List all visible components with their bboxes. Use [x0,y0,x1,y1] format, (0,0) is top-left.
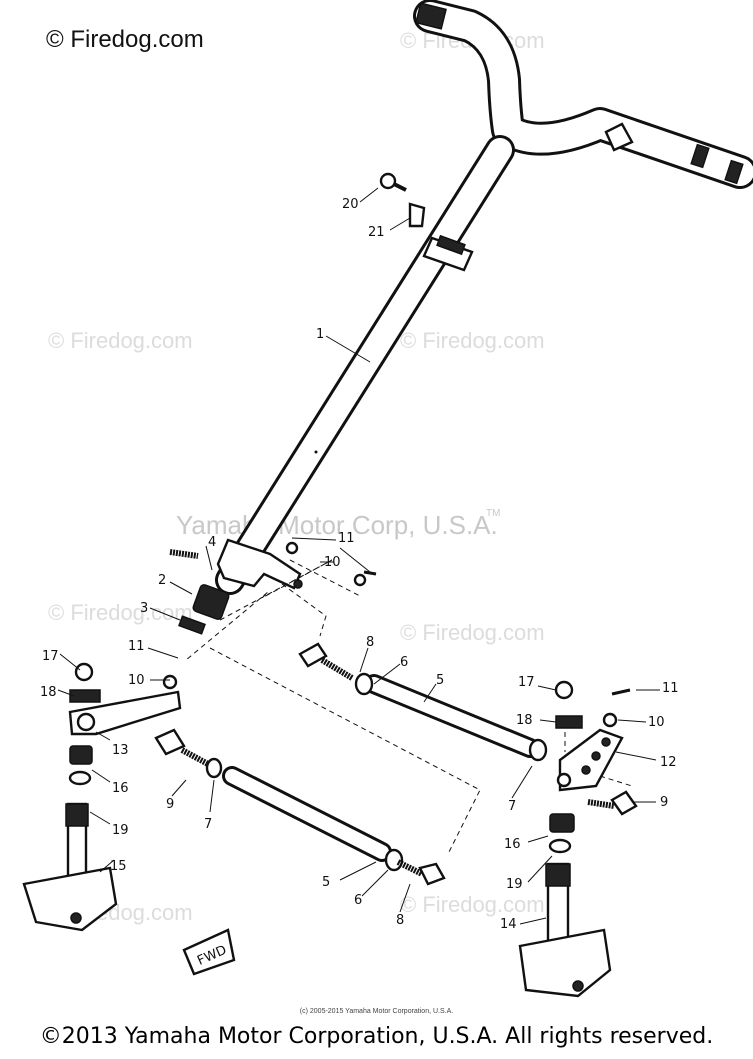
copyright-small: (c) 2005-2015 Yamaha Motor Corporation, … [299,1008,454,1015]
label-2: 2 [158,573,166,588]
leader-lines [57,187,660,925]
label-21: 21 [368,225,385,240]
nut-10-top [285,541,377,587]
label-15: 15 [110,859,127,874]
label-4: 4 [208,535,216,550]
label-13: 13 [112,743,129,758]
clamp-bolt [379,172,407,192]
watermark: © Firedog.com [48,328,193,353]
fwd-arrow: FWD [182,928,236,976]
handlebar [413,0,753,189]
steering-column [215,135,515,595]
label-10: 10 [128,673,145,688]
label-7: 7 [204,817,212,832]
watermark: © Firedog.com [400,328,545,353]
corp-watermark: Yamaha Motor Corp, U.S.A. [176,510,498,540]
tie-rod-lower [154,728,446,886]
label-14: 14 [500,917,517,932]
label-10: 10 [324,555,341,570]
label-19: 19 [112,823,129,838]
left-spindle [22,745,118,932]
label-9: 9 [166,797,174,812]
label-6: 6 [354,893,362,908]
bolt-3 [178,615,206,635]
label-8: 8 [366,635,374,650]
clamp-piece [408,202,426,228]
label-16: 16 [112,781,129,796]
label-3: 3 [140,601,148,616]
assembly-line [185,559,333,661]
left-knuckle-arm [68,662,182,736]
label-6: 6 [400,655,408,670]
label-18: 18 [516,713,533,728]
bushing-2 [192,584,230,620]
label-7: 7 [508,799,516,814]
label-12: 12 [660,755,677,770]
label-11: 11 [338,531,355,546]
watermark: © Firedog.com [400,620,545,645]
assembly-line [599,775,633,787]
assembly-line [289,559,361,597]
label-11: 11 [128,639,145,654]
watermark: © Firedog.com [400,892,545,917]
label-9: 9 [660,795,668,810]
label-20: 20 [342,197,359,212]
spring-4 [169,549,199,559]
tie-rod-upper [298,642,548,762]
assembly-line [281,583,327,637]
trademark-mark: TM [486,508,500,519]
label-16: 16 [504,837,521,852]
watermark-top: © Firedog.com [46,26,204,53]
right-spindle [518,813,612,998]
assembly-line [209,647,481,855]
label-8: 8 [396,913,404,928]
label-17: 17 [518,675,535,690]
copyright-footer: ©2013 Yamaha Motor Corporation, U.S.A. A… [39,1024,714,1049]
label-5: 5 [322,875,330,890]
label-5: 5 [436,673,444,688]
label-1: 1 [316,327,324,342]
label-17: 17 [42,649,59,664]
part-labels: 20 21 1 4 2 3 11 10 17 18 13 16 19 15 9 … [40,197,679,932]
label-19: 19 [506,877,523,892]
label-10: 10 [648,715,665,730]
right-knuckle-arm [554,680,638,816]
label-18: 18 [40,685,57,700]
watermark: © Firedog.com [48,600,193,625]
label-11: 11 [662,681,679,696]
